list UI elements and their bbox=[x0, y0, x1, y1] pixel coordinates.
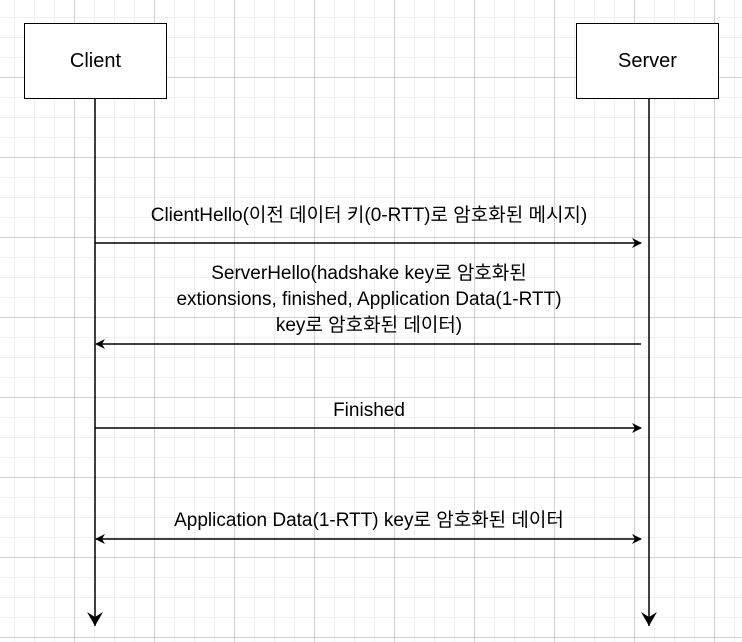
message-line: extionsions, finished, Application Data(… bbox=[176, 289, 562, 310]
message-line: ClientHello(이전 데이터 키(0-RTT)로 암호화된 메시지) bbox=[150, 205, 588, 226]
message-line: ServerHello(hadshake key로 암호화된 bbox=[211, 263, 527, 284]
server-actor-box: Server bbox=[576, 23, 719, 99]
message-line: Application Data(1-RTT) key로 암호화된 데이터 bbox=[174, 510, 564, 531]
finished-message: Finished bbox=[95, 398, 643, 424]
application-data-message: Application Data(1-RTT) key로 암호화된 데이터 bbox=[95, 508, 643, 534]
server-hello-message: ServerHello(hadshake key로 암호화된 extionsio… bbox=[95, 261, 643, 339]
message-line: key로 암호화된 데이터) bbox=[275, 315, 463, 336]
client-actor-box: Client bbox=[24, 23, 167, 99]
client-hello-message: ClientHello(이전 데이터 키(0-RTT)로 암호화된 메시지) bbox=[95, 203, 643, 229]
message-line: Finished bbox=[333, 400, 405, 421]
server-actor-label: Server bbox=[618, 49, 677, 72]
client-actor-label: Client bbox=[69, 49, 122, 72]
